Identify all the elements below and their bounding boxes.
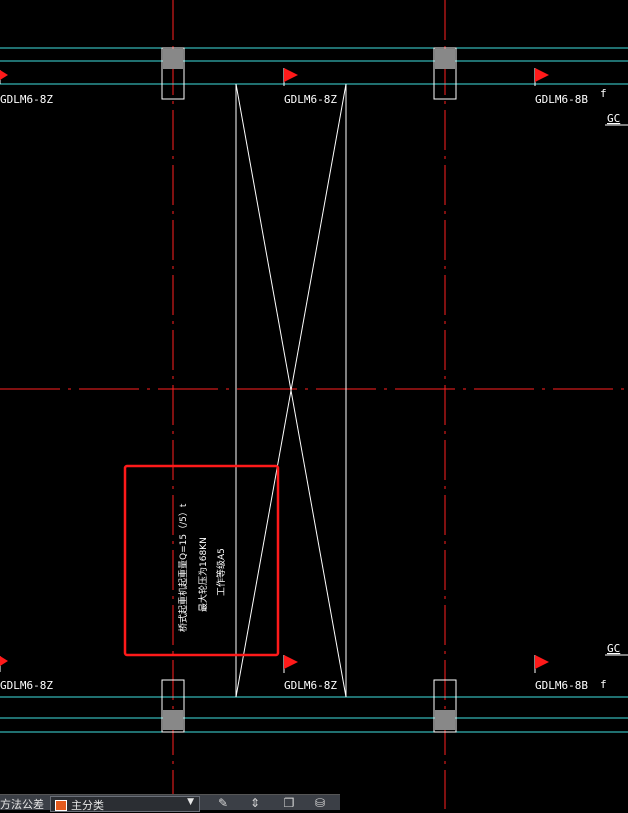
- chevron-down-icon: ▼: [187, 797, 194, 807]
- highlight-box[interactable]: [123, 464, 280, 657]
- edge-label: GC: [607, 642, 620, 655]
- copy-icon[interactable]: ❐: [283, 796, 295, 810]
- layer-select[interactable]: 主分类 ▼: [50, 796, 200, 812]
- column-label: GDLM6-8Z: [0, 679, 53, 692]
- flag-icon: [0, 656, 8, 672]
- column-label: GDLM6-8B: [535, 679, 588, 692]
- flag-icon: [534, 68, 549, 86]
- column-label: GDLM6-8Z: [0, 93, 53, 106]
- note-line-1: 桥式起重机起重量Q=15（/5）t: [177, 503, 189, 632]
- crane-rail-lines: [0, 47, 628, 733]
- crane-note: 桥式起重机起重量Q=15（/5）t 最大轮压为168KN 工作等级A5: [177, 503, 227, 632]
- column-hatch: [163, 49, 455, 730]
- column-label: GDLM6-8Z: [284, 679, 337, 692]
- small-mark: f: [600, 678, 607, 691]
- small-mark: f: [600, 87, 607, 100]
- flag-icon: [283, 655, 298, 673]
- flag-markers: [0, 68, 549, 673]
- layer-color-swatch: [55, 800, 67, 811]
- note-line-3: 工作等级A5: [215, 548, 227, 596]
- flag-icon: [534, 655, 549, 673]
- column-label: GDLM6-8B: [535, 93, 588, 106]
- bracing-panel: [235, 83, 347, 698]
- note-line-2: 最大轮压为168KN: [197, 537, 209, 612]
- edge-label: GC: [607, 112, 620, 125]
- flag-icon: [283, 68, 298, 86]
- column-boxes: [161, 47, 457, 733]
- bottom-toolbar: 方法公差 主分类 ▼ ✎ ⇕ ❐ ⛁: [0, 794, 340, 812]
- flag-icon: [0, 70, 8, 84]
- layer-select-value: 主分类: [71, 800, 104, 812]
- move-icon[interactable]: ⇕: [249, 796, 261, 810]
- pencil-icon[interactable]: ✎: [217, 796, 229, 810]
- toolbar-left-label: 方法公差: [0, 799, 44, 811]
- column-label: GDLM6-8Z: [284, 93, 337, 106]
- stamp-icon[interactable]: ⛁: [314, 796, 326, 810]
